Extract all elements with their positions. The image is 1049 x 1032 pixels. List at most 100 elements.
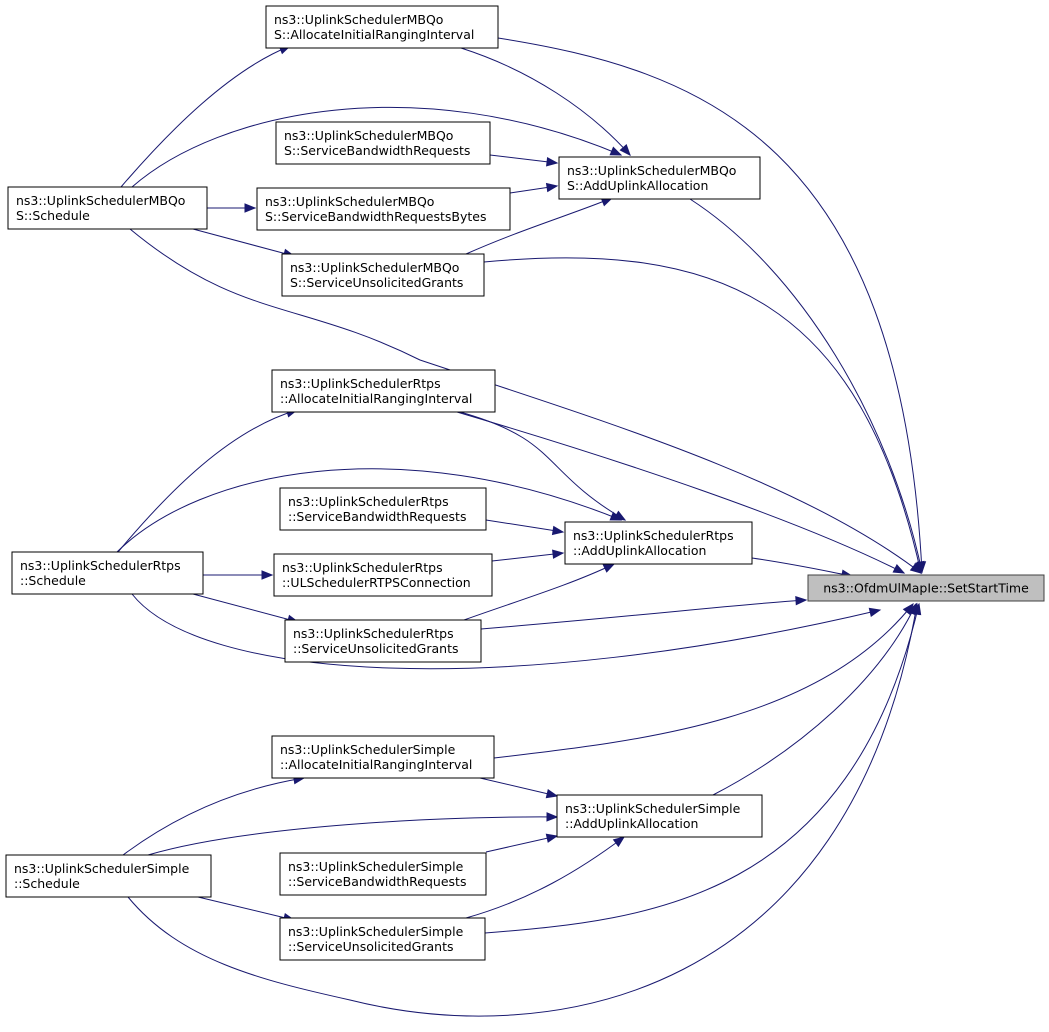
edge-mbqos_service_unsolicited-to-mbqos_add_uplink — [465, 197, 614, 255]
edges-layer — [116, 37, 927, 1017]
arrowhead-icon — [795, 595, 808, 606]
edge-line — [120, 45, 291, 188]
edge-rtps_schedule-to-rtps_service_unsolicited — [192, 593, 300, 624]
edge-line — [131, 593, 881, 670]
node-label-line: ns3::UplinkSchedulerSimple — [288, 924, 464, 939]
node-label-line: ns3::UplinkSchedulerMBQo — [290, 260, 459, 275]
node-label-line: ::ServiceBandwidthRequests — [288, 509, 466, 524]
arrowhead-icon — [602, 563, 616, 573]
edge-rtps_ul_connection-to-rtps_add_uplink — [491, 549, 565, 562]
edge-line — [456, 411, 905, 574]
edge-rtps_schedule-to-rtps_ul_connection — [203, 570, 274, 580]
arrowhead-icon — [244, 203, 257, 213]
edge-line — [463, 563, 615, 621]
node-label-line: ::ULSchedulerRTPSConnection — [282, 575, 471, 590]
node-label-line: ::ServiceBandwidthRequests — [288, 874, 466, 889]
node-box — [256, 187, 511, 231]
edge-line — [751, 557, 853, 577]
node-label-line: ::ServiceUnsolicitedGrants — [288, 939, 454, 954]
edge-rtps_service_bw-to-rtps_add_uplink — [485, 519, 565, 536]
node-box — [279, 852, 487, 896]
edge-line — [116, 468, 622, 553]
edge-line — [465, 836, 625, 919]
node-box — [807, 574, 1045, 602]
arrowhead-icon — [546, 157, 559, 167]
edge-rtps_service_unsolicited-to-rtps_add_uplink — [463, 563, 616, 621]
node-rtps-service-bw[interactable]: ns3::UplinkSchedulerRtps::ServiceBandwid… — [279, 487, 487, 531]
node-label-line: ::AllocateInitialRangingInterval — [280, 757, 472, 772]
edge-line — [459, 411, 626, 521]
edge-line — [192, 228, 295, 257]
edge-line — [480, 599, 807, 630]
node-mbqos-add-uplink[interactable]: ns3::UplinkSchedulerMBQoS::AddUplinkAllo… — [558, 156, 761, 200]
arrowhead-icon — [907, 602, 917, 616]
node-rtps-service-unsolicited[interactable]: ns3::UplinkSchedulerRtps::ServiceUnsolic… — [284, 619, 482, 663]
node-label-line: ns3::UplinkSchedulerMBQo — [274, 12, 443, 27]
edge-simple_schedule-to-simple_allocate_initial — [122, 775, 306, 856]
edge-rtps_service_unsolicited-to-target — [480, 595, 808, 630]
arrowhead-icon — [552, 549, 565, 559]
node-label-line: ns3::UplinkSchedulerMBQo — [284, 128, 453, 143]
node-mbqos-service-bw-bytes[interactable]: ns3::UplinkSchedulerMBQoS::ServiceBandwi… — [256, 187, 511, 231]
node-mbqos-service-bw[interactable]: ns3::UplinkSchedulerMBQoS::ServiceBandwi… — [275, 121, 491, 165]
node-box — [284, 619, 482, 663]
node-simple-allocate-initial[interactable]: ns3::UplinkSchedulerSimple::AllocateInit… — [271, 735, 495, 779]
node-simple-service-unsolicited[interactable]: ns3::UplinkSchedulerSimple::ServiceUnsol… — [279, 917, 486, 961]
edge-line — [192, 593, 299, 623]
edge-rtps_schedule-to-rtps_allocate_initial — [117, 408, 299, 553]
edge-line — [484, 603, 920, 934]
node-rtps-allocate-initial[interactable]: ns3::UplinkSchedulerRtps::AllocateInitia… — [271, 369, 496, 413]
arrowhead-icon — [915, 560, 925, 574]
node-box — [558, 156, 761, 200]
node-label-line: S::ServiceBandwidthRequests — [284, 143, 470, 158]
node-label-line: ::Schedule — [20, 573, 86, 588]
node-label-line: ns3::UplinkSchedulerMBQo — [567, 163, 736, 178]
node-simple-schedule[interactable]: ns3::UplinkSchedulerSimple::Schedule — [5, 854, 212, 898]
edge-simple_schedule-to-simple_add_uplink — [147, 812, 559, 856]
node-box — [281, 253, 485, 297]
arrowhead-icon — [545, 788, 559, 799]
edge-line — [465, 197, 613, 255]
edge-line — [129, 228, 922, 574]
node-label-line: S::AllocateInitialRangingInterval — [274, 27, 474, 42]
edge-simple_service_unsolicited-to-target — [484, 602, 922, 934]
edge-mbqos_schedule-to-mbqos_service_bw_bytes — [207, 203, 257, 213]
node-label-line: ns3::UplinkSchedulerRtps — [280, 376, 441, 391]
node-rtps-schedule[interactable]: ns3::UplinkSchedulerRtps::Schedule — [11, 551, 204, 595]
edge-line — [483, 257, 922, 574]
node-mbqos-service-unsolicited[interactable]: ns3::UplinkSchedulerMBQoS::ServiceUnsoli… — [281, 253, 485, 297]
node-rtps-add-uplink[interactable]: ns3::UplinkSchedulerRtps::AddUplinkAlloc… — [564, 521, 753, 565]
node-box — [556, 794, 763, 838]
edge-mbqos_schedule-to-target — [129, 228, 923, 574]
edge-line — [493, 603, 914, 759]
edge-line — [712, 603, 917, 796]
edge-line — [122, 777, 305, 856]
edge-simple_service_bw-to-simple_add_uplink — [485, 833, 559, 853]
arrowhead-icon — [868, 607, 882, 618]
edge-mbqos_schedule-to-mbqos_service_unsolicited — [192, 228, 296, 258]
node-label-line: ns3::UplinkSchedulerSimple — [280, 742, 456, 757]
node-label-line: ns3::UplinkSchedulerMBQo — [265, 194, 434, 209]
arrowhead-icon — [261, 570, 274, 580]
edge-simple_add_uplink-to-target — [712, 602, 917, 796]
node-box — [7, 186, 208, 230]
node-label-line: ns3::UplinkSchedulerRtps — [293, 626, 454, 641]
edge-line — [479, 777, 558, 797]
node-simple-service-bw[interactable]: ns3::UplinkSchedulerSimple::ServiceBandw… — [279, 852, 487, 896]
edge-line — [197, 896, 295, 921]
edge-simple_allocate_initial-to-target — [493, 602, 914, 759]
node-target: ns3::OfdmUlMapIe::SetStartTime — [807, 574, 1045, 602]
node-label-line: ::AddUplinkAllocation — [565, 816, 698, 831]
node-box — [273, 553, 493, 597]
node-box — [11, 551, 204, 595]
edge-mbqos_allocate_initial-to-target — [497, 37, 927, 574]
node-label-line: ns3::UplinkSchedulerRtps — [20, 558, 181, 573]
node-label-line: S::ServiceBandwidthRequestsBytes — [265, 209, 486, 224]
arrowhead-icon — [612, 836, 626, 848]
node-rtps-ul-connection[interactable]: ns3::UplinkSchedulerRtps::ULSchedulerRTP… — [273, 553, 493, 597]
node-simple-add-uplink[interactable]: ns3::UplinkSchedulerSimple::AddUplinkAll… — [556, 794, 763, 838]
nodes-layer: ns3::OfdmUlMapIe::SetStartTimens3::Uplin… — [5, 5, 1045, 961]
node-mbqos-allocate-initial[interactable]: ns3::UplinkSchedulerMBQoS::AllocateIniti… — [265, 5, 499, 49]
